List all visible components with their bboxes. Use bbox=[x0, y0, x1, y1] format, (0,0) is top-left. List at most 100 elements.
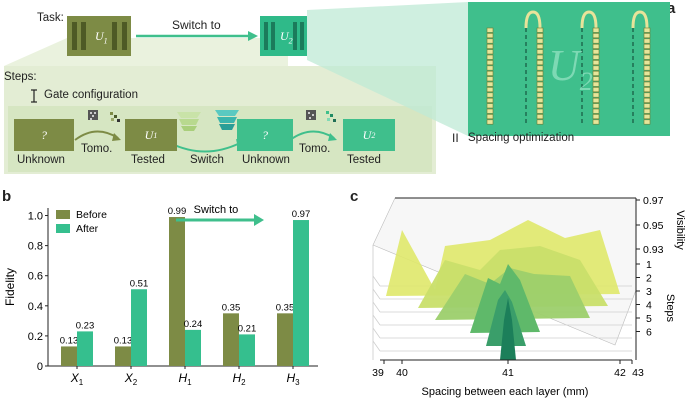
bar-before bbox=[223, 313, 239, 366]
x-axis-label: Spacing between each layer (mm) bbox=[422, 386, 589, 398]
panel-c-letter: c bbox=[350, 188, 359, 205]
fidelity-bar-chart: 00.20.40.60.81.0Fidelity0.130.23X10.130.… bbox=[3, 204, 318, 387]
layer-stack-icon-2 bbox=[215, 110, 239, 130]
zoom-column-cell bbox=[486, 60, 494, 66]
zoom-column-cell bbox=[536, 54, 544, 60]
step-tick-label: 1 bbox=[646, 259, 652, 271]
zoom-column-cell bbox=[536, 38, 544, 44]
zoom-column-cell bbox=[592, 76, 600, 82]
task-label: Task: bbox=[37, 12, 64, 24]
zoom-column-cell bbox=[536, 87, 544, 93]
zoom-column-cell bbox=[486, 76, 494, 82]
zoom-column-cell bbox=[643, 92, 651, 98]
vis-tick-label: 0.97 bbox=[643, 195, 664, 207]
panel-b-letter: b bbox=[2, 188, 12, 205]
zoom-column-cell bbox=[536, 92, 544, 98]
step-gridline-depth bbox=[372, 301, 381, 313]
bar-value-label: 0.99 bbox=[168, 206, 187, 217]
vis-axis-label: Visibility bbox=[674, 210, 685, 250]
x-tick-label: 43 bbox=[632, 367, 644, 379]
zoom-column-cell bbox=[486, 81, 494, 87]
tested-label-2: Tested bbox=[347, 154, 381, 166]
zoom-column-cell bbox=[486, 119, 494, 125]
step2-title: Spacing optimization bbox=[468, 132, 575, 144]
zoom-column-cell bbox=[592, 108, 600, 114]
zoom-column-cell bbox=[643, 43, 651, 49]
zoom-column-cell bbox=[592, 114, 600, 120]
switch-arrow-head bbox=[248, 31, 258, 41]
switch-to-label: Switch to bbox=[172, 18, 221, 32]
zoom-u2-panel bbox=[468, 2, 670, 136]
x-tick-label: 39 bbox=[372, 367, 384, 379]
task-u1-box bbox=[67, 16, 131, 56]
zoom-column-cell bbox=[643, 60, 651, 66]
zoom-column-cell bbox=[592, 65, 600, 71]
legend-swatch-before bbox=[56, 210, 70, 219]
zoom-column-cell bbox=[643, 33, 651, 39]
bar-before bbox=[115, 346, 131, 366]
y-tick-label: 0 bbox=[37, 361, 43, 373]
step-tick-label: 3 bbox=[646, 286, 652, 298]
step-gridline-depth bbox=[372, 275, 381, 287]
zoom-column-cell bbox=[592, 70, 600, 76]
zoom-column-cell bbox=[486, 33, 494, 39]
step-gridline-depth bbox=[372, 327, 381, 339]
zoom-column-cell bbox=[592, 81, 600, 87]
x-tick-label: X2 bbox=[124, 371, 138, 387]
zoom-column-cell bbox=[486, 27, 494, 33]
x-tick-label: H3 bbox=[286, 371, 300, 387]
zoom-column-cell bbox=[592, 43, 600, 49]
legend-label-before: Before bbox=[76, 209, 107, 221]
bar-before bbox=[277, 313, 293, 366]
bar-value-label: 0.35 bbox=[222, 302, 241, 313]
bar-after bbox=[131, 289, 147, 366]
x-tick-label: X1 bbox=[70, 371, 84, 387]
bar-after bbox=[239, 334, 255, 366]
zoom-column-cell bbox=[592, 49, 600, 55]
switch-annotation-arrowhead bbox=[254, 214, 264, 227]
zoom-columns bbox=[486, 10, 651, 126]
zoom-column-cell bbox=[486, 70, 494, 76]
bar-value-label: 0.21 bbox=[238, 323, 257, 334]
zoom-column-cell bbox=[536, 81, 544, 87]
tomo-grid-icon-1 bbox=[88, 110, 120, 122]
switch-arrow-2 bbox=[169, 142, 241, 153]
y-tick-label: 0.4 bbox=[28, 301, 43, 313]
zoom-column-cell bbox=[592, 87, 600, 93]
zoom-column-cell bbox=[486, 65, 494, 71]
zoom-column-cell bbox=[592, 38, 600, 44]
unknown-box-2: ? bbox=[237, 119, 293, 151]
y-tick-label: 0.8 bbox=[28, 241, 43, 253]
zoom-column-cell bbox=[536, 43, 544, 49]
zoom-column-cell bbox=[486, 87, 494, 93]
bar-value-label: 0.23 bbox=[76, 320, 95, 331]
zoom-column-cell bbox=[643, 81, 651, 87]
bar-value-label: 0.51 bbox=[130, 278, 149, 289]
tested-label-1: Tested bbox=[131, 154, 165, 166]
steps-axis-label: Steps bbox=[664, 294, 676, 323]
zoom-column-cell bbox=[536, 49, 544, 55]
tomo-label-2: Tomo. bbox=[299, 143, 331, 155]
zoom-projection bbox=[307, 2, 468, 136]
zoom-column-cell bbox=[486, 38, 494, 44]
step1-title: Gate configuration bbox=[44, 89, 138, 101]
zoom-column-cell bbox=[536, 70, 544, 76]
zoom-column-cell bbox=[536, 60, 544, 66]
zoom-column-cell bbox=[536, 33, 544, 39]
task-u1-label: U1 bbox=[95, 29, 108, 46]
y-tick-label: 1.0 bbox=[28, 211, 43, 223]
zoom-column-cell bbox=[643, 103, 651, 109]
bar-value-label: 0.13 bbox=[114, 335, 133, 346]
step-gridline-depth bbox=[372, 288, 381, 300]
bar-value-label: 0.35 bbox=[276, 302, 295, 313]
step-gridline-depth bbox=[372, 340, 381, 352]
task-u2-label: U2 bbox=[280, 29, 293, 46]
zoom-column-cell bbox=[536, 119, 544, 125]
bar-after bbox=[185, 329, 201, 366]
zoom-column-cell bbox=[592, 103, 600, 109]
zoom-column-cell bbox=[643, 87, 651, 93]
zoom-column-cell bbox=[643, 119, 651, 125]
